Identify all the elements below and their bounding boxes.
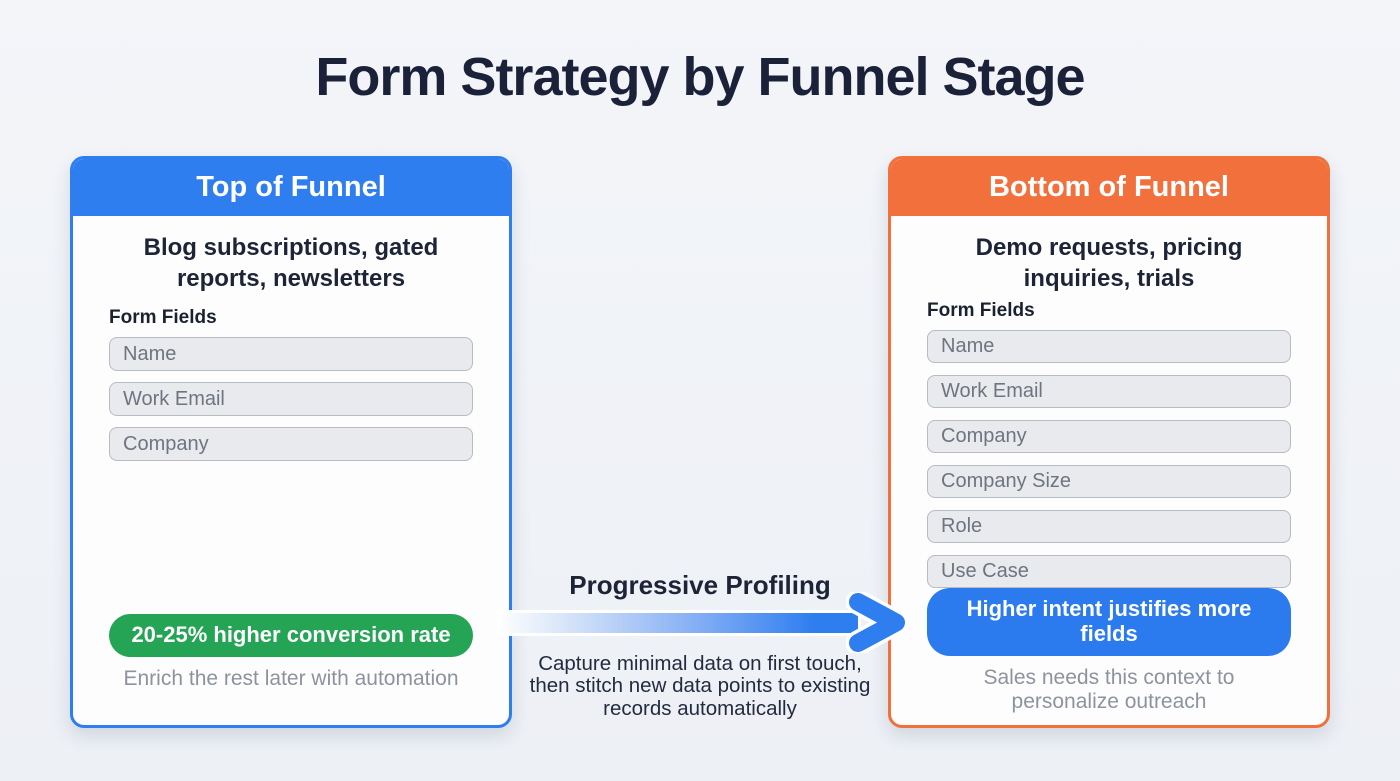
top-of-funnel-header: Top of Funnel — [73, 159, 509, 216]
top-of-funnel-subtitle: Blog subscriptions, gated reports, newsl… — [143, 234, 439, 292]
top-of-funnel-caption: Enrich the rest later with automation — [123, 666, 459, 690]
progressive-profiling-description: Capture minimal data on first touch, the… — [529, 652, 871, 720]
bottom-of-funnel-header: Bottom of Funnel — [891, 159, 1327, 216]
form-field-work-email[interactable] — [109, 382, 473, 417]
form-field-work-email[interactable] — [927, 375, 1291, 409]
form-field-company[interactable] — [927, 420, 1291, 454]
top-of-funnel-fields — [109, 337, 473, 462]
bottom-of-funnel-subtitle: Demo requests, pricing inquiries, trials — [975, 234, 1243, 292]
form-field-role[interactable] — [927, 510, 1291, 544]
form-field-company[interactable] — [109, 427, 473, 462]
form-field-name[interactable] — [927, 330, 1291, 364]
form-fields-label: Form Fields — [927, 300, 1035, 322]
higher-intent-badge: Higher intent justifies more fields — [927, 588, 1291, 656]
bottom-of-funnel-badge-section: Higher intent justifies more fields Sale… — [927, 588, 1291, 714]
bottom-of-funnel-fields — [927, 330, 1291, 589]
progressive-profiling-arrow — [498, 592, 912, 653]
progressive-profiling-heading: Progressive Profiling — [569, 570, 831, 600]
top-of-funnel-card: Top of Funnel Blog subscriptions, gated … — [70, 156, 512, 728]
top-of-funnel-badge-section: 20-25% higher conversion rate Enrich the… — [109, 613, 473, 691]
form-field-use-case[interactable] — [927, 555, 1291, 589]
page-title: Form Strategy by Funnel Stage — [315, 47, 1085, 107]
bottom-of-funnel-body: Demo requests, pricing inquiries, trials… — [891, 216, 1327, 725]
bottom-of-funnel-card: Bottom of Funnel Demo requests, pricing … — [888, 156, 1330, 728]
conversion-rate-badge: 20-25% higher conversion rate — [109, 613, 473, 657]
form-field-name[interactable] — [109, 337, 473, 372]
bottom-of-funnel-caption: Sales needs this context to personalize … — [983, 665, 1235, 713]
top-of-funnel-body: Blog subscriptions, gated reports, newsl… — [73, 216, 509, 725]
arrow-bar — [500, 613, 858, 633]
form-field-company-size[interactable] — [927, 465, 1291, 499]
form-fields-label: Form Fields — [109, 307, 217, 329]
